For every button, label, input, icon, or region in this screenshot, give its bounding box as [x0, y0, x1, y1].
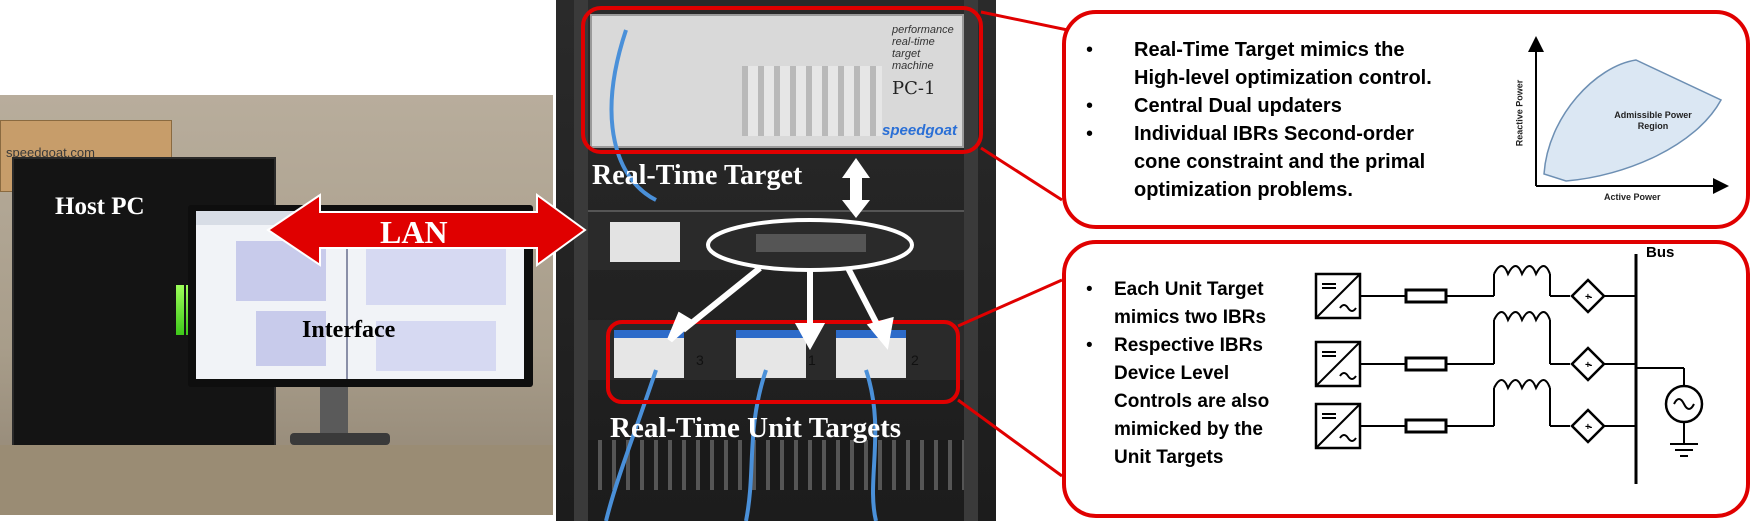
controlled-source-icon — [1570, 408, 1606, 444]
unit-target-box — [736, 330, 806, 378]
bullet-item: Individual IBRs Second-order cone constr… — [1084, 120, 1444, 204]
bullet-item: Central Dual updaters — [1084, 92, 1444, 120]
rt-target-label: Real-Time Target — [592, 160, 803, 191]
monitor-stand — [320, 387, 348, 437]
ibr-row — [1314, 379, 1636, 450]
ground-icon — [1670, 443, 1698, 457]
ibr-row — [1314, 311, 1636, 388]
chassis-slogan: performance real-time target machine — [892, 24, 954, 72]
x-axis-label: Active Power — [1604, 192, 1661, 202]
switch-ellipse — [706, 218, 914, 272]
box-brand-text: speedgoat.com — [6, 145, 95, 160]
svg-text:-: - — [1589, 360, 1592, 371]
inductor-icon — [1493, 379, 1551, 391]
monitor-base — [290, 433, 390, 445]
led-strip — [176, 285, 184, 335]
interface-label: Interface — [302, 317, 396, 343]
svg-text:+: + — [1585, 360, 1591, 371]
mini-pc — [610, 222, 680, 262]
y-axis-label: Reactive Power — [1514, 79, 1525, 147]
host-pc-photo: speedgoat.com — [0, 95, 553, 515]
unit-label: 1 — [808, 352, 816, 368]
bullet-item: Real-Time Target mimics the High-level o… — [1084, 36, 1444, 92]
resistor-icon — [1404, 356, 1448, 372]
inductor-icon — [1493, 311, 1551, 323]
connector-line — [980, 146, 1063, 202]
svg-text:-: - — [1589, 422, 1592, 433]
ibr-circuit: +- +- +- — [1314, 254, 1704, 484]
connector-line — [957, 398, 1063, 478]
lan-label: LAN — [380, 214, 448, 250]
bullet-item: Each Unit Target mimics two IBRs — [1084, 276, 1284, 332]
resistor-icon — [1404, 418, 1448, 434]
resistor-icon — [1404, 288, 1448, 304]
rack-photo: performance real-time target machine PC-… — [556, 0, 996, 521]
target-switch-arrow — [842, 158, 870, 218]
power-region-svg — [1528, 36, 1729, 194]
unit-targets-highlight — [606, 320, 960, 404]
lan-arrow — [266, 193, 587, 267]
ibr-row — [1314, 265, 1636, 320]
blue-cables — [604, 29, 878, 521]
rt-target-highlight — [581, 6, 983, 154]
desk — [0, 445, 553, 515]
top-callout-bullets: Real-Time Target mimics the High-level o… — [1084, 36, 1444, 204]
unit-label: 3 — [696, 352, 704, 368]
svg-text:-: - — [1589, 292, 1592, 303]
connector-line — [957, 278, 1063, 328]
bottom-callout: Each Unit Target mimics two IBRs Respect… — [1062, 240, 1750, 518]
controlled-source-icon — [1570, 278, 1606, 314]
svg-text:+: + — [1585, 292, 1591, 303]
inductor-icon — [1493, 265, 1551, 277]
chassis-brand-text: speedgoat — [882, 122, 958, 139]
bullet-item: Respective IBRs Device Level Controls ar… — [1084, 332, 1284, 472]
controlled-source-icon — [1570, 346, 1606, 382]
region-label: Admissible Power Region — [1614, 110, 1692, 131]
switch-unit-arrows — [667, 265, 894, 351]
unit-target-box — [836, 330, 906, 378]
unit-label: 2 — [911, 352, 919, 368]
target-chassis: performance real-time target machine PC-… — [590, 14, 964, 148]
rt-unit-targets-label: Real-Time Unit Targets — [610, 412, 902, 444]
bus-label: Bus — [1646, 244, 1675, 261]
admissible-region — [1543, 59, 1723, 182]
top-callout: Real-Time Target mimics the High-level o… — [1062, 10, 1750, 229]
patch-panel — [588, 440, 964, 490]
host-pc-label: Host PC — [55, 193, 145, 220]
network-switch — [756, 234, 866, 252]
bottom-callout-bullets: Each Unit Target mimics two IBRs Respect… — [1084, 276, 1284, 472]
svg-text:+: + — [1585, 422, 1591, 433]
handwritten-pc-label: PC-1 — [892, 78, 936, 99]
power-region-inset: Admissible Power Region Active Power Rea… — [1496, 36, 1736, 216]
